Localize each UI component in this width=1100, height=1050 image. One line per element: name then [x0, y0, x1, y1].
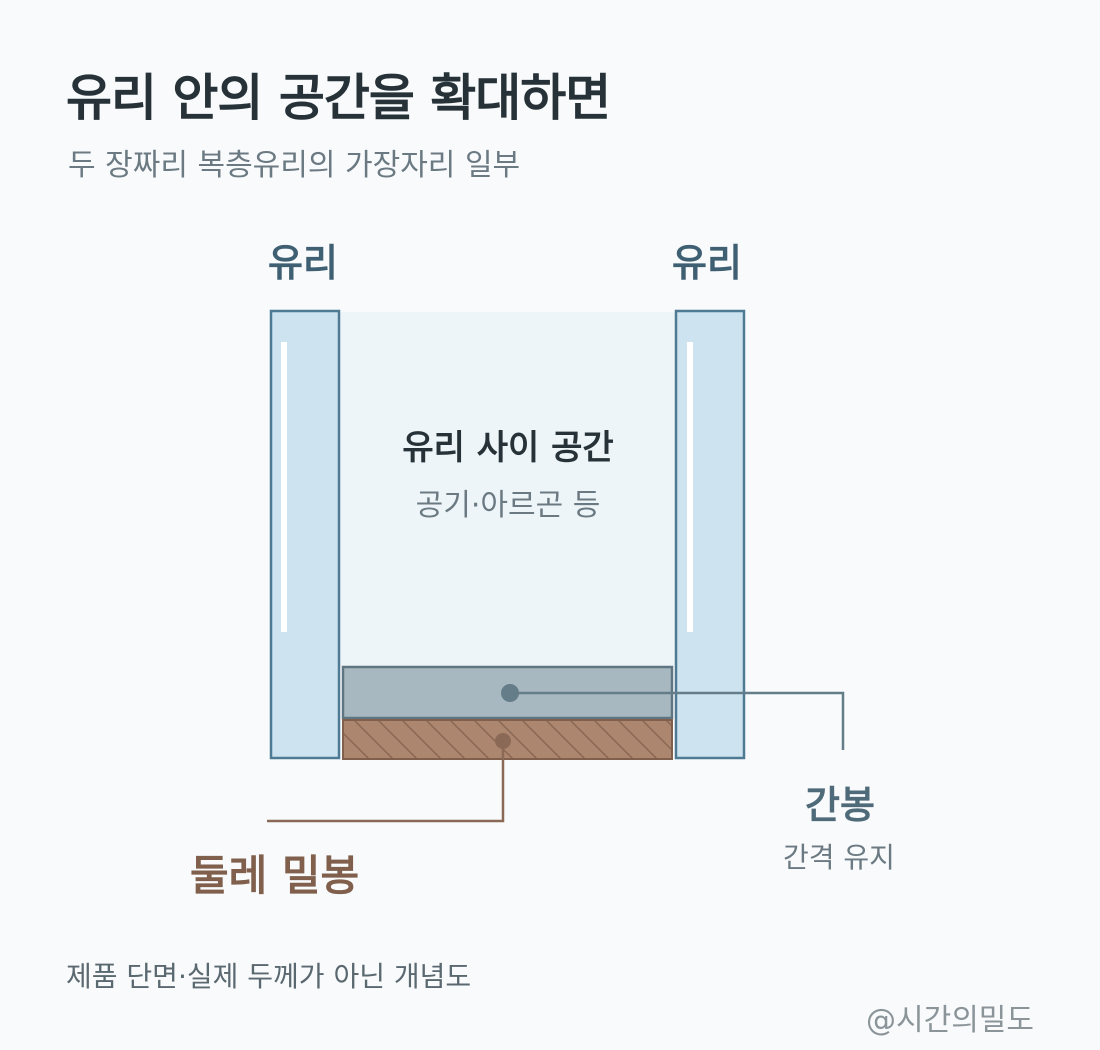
spacer-label: 간봉 [805, 783, 875, 827]
page-title: 유리 안의 공간을 확대하면 [66, 69, 611, 127]
seal-leader-dot [495, 733, 511, 749]
gap-space [340, 312, 676, 666]
seal-hatching [343, 720, 672, 759]
spacer-sublabel: 간격 유지 [783, 841, 895, 874]
seal-label: 둘레 밀봉 [190, 851, 360, 900]
left-glass-label: 유리 [268, 241, 338, 285]
spacer-leader-dot [501, 684, 519, 702]
left-glass-highlight [281, 342, 287, 632]
right-glass-highlight [687, 342, 693, 632]
gap-label: 유리 사이 공간 [402, 428, 614, 468]
page-subtitle: 두 장짜리 복층유리의 가장자리 일부 [68, 148, 521, 183]
gap-sublabel: 공기·아르곤 등 [415, 488, 601, 523]
spacer-leader-line [510, 691, 845, 750]
credit: @시간의밀도 [866, 1003, 1034, 1038]
seal-leader-line [267, 741, 505, 823]
footnote: 제품 단면·실제 두께가 아닌 개념도 [66, 960, 472, 993]
right-glass-label: 유리 [672, 241, 742, 285]
right-glass-pane [674, 309, 746, 760]
